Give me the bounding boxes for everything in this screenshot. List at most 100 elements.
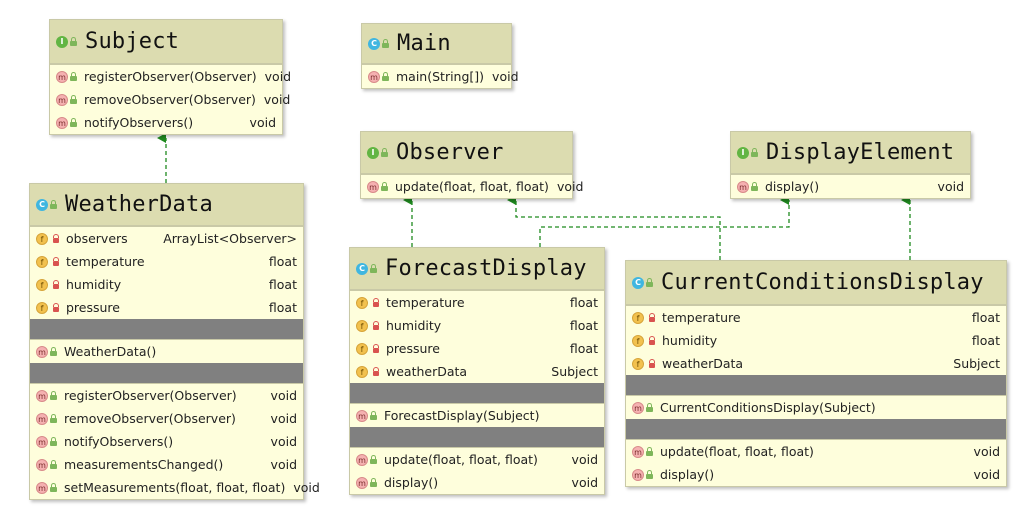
method-icon: m [737,180,749,193]
public-icon [370,478,377,487]
class-name: Subject [85,29,180,54]
public-icon [751,148,758,157]
class-icon: C [368,37,380,50]
public-icon [370,411,377,420]
method-icon: m [632,401,644,414]
forecast-implements-displayelement [539,195,790,247]
class-name: WeatherData [65,192,213,217]
method-icon: m [56,70,68,83]
class-name: DisplayElement [766,140,955,165]
class-header: I Subject [50,20,282,64]
public-icon [70,72,77,81]
class-header: I DisplayElement [731,132,970,174]
public-icon [370,455,377,464]
field-icon: f [632,311,644,324]
method-icon: m [56,93,68,106]
method-icon: m [36,458,48,471]
section-divider [30,319,303,339]
method-icon: m [356,409,368,422]
class-header: C CurrentConditionsDisplay [626,261,1006,305]
public-icon [370,264,377,273]
private-lock-icon [649,336,655,345]
method-icon: m [632,468,644,481]
public-icon [50,200,57,209]
field-icon: f [632,334,644,347]
public-icon [50,460,57,469]
field-icon: f [356,342,368,355]
interface-icon: I [56,35,68,48]
public-icon [382,72,389,81]
private-lock-icon [53,303,59,312]
method-icon: m [356,453,368,466]
private-lock-icon [53,234,59,243]
field-icon: f [36,301,48,314]
public-icon [70,95,77,104]
public-icon [50,414,57,423]
private-lock-icon [373,298,379,307]
private-lock-icon [53,280,59,289]
method-icon: m [36,481,48,494]
method-icon: m [56,116,68,129]
public-icon [70,118,77,127]
field-icon: f [356,296,368,309]
public-icon [50,347,57,356]
field-icon: f [36,278,48,291]
field-icon: f [356,365,368,378]
public-icon [50,437,57,446]
public-icon [646,470,653,479]
field-icon: f [356,319,368,332]
class-name: ForecastDisplay [385,256,587,281]
class-header: C WeatherData [30,184,303,226]
method-icon: m [368,70,380,83]
current-implements-observer [507,195,721,260]
field-icon: f [36,232,48,245]
private-lock-icon [53,257,59,266]
method-icon: m [36,412,48,425]
class-header: C ForecastDisplay [350,248,604,290]
field-icon: f [36,255,48,268]
interface-icon: I [737,146,749,159]
class-name: Main [397,31,451,56]
field-icon: f [632,357,644,370]
method-icon: m [36,435,48,448]
private-lock-icon [649,359,655,368]
private-lock-icon [373,367,379,376]
